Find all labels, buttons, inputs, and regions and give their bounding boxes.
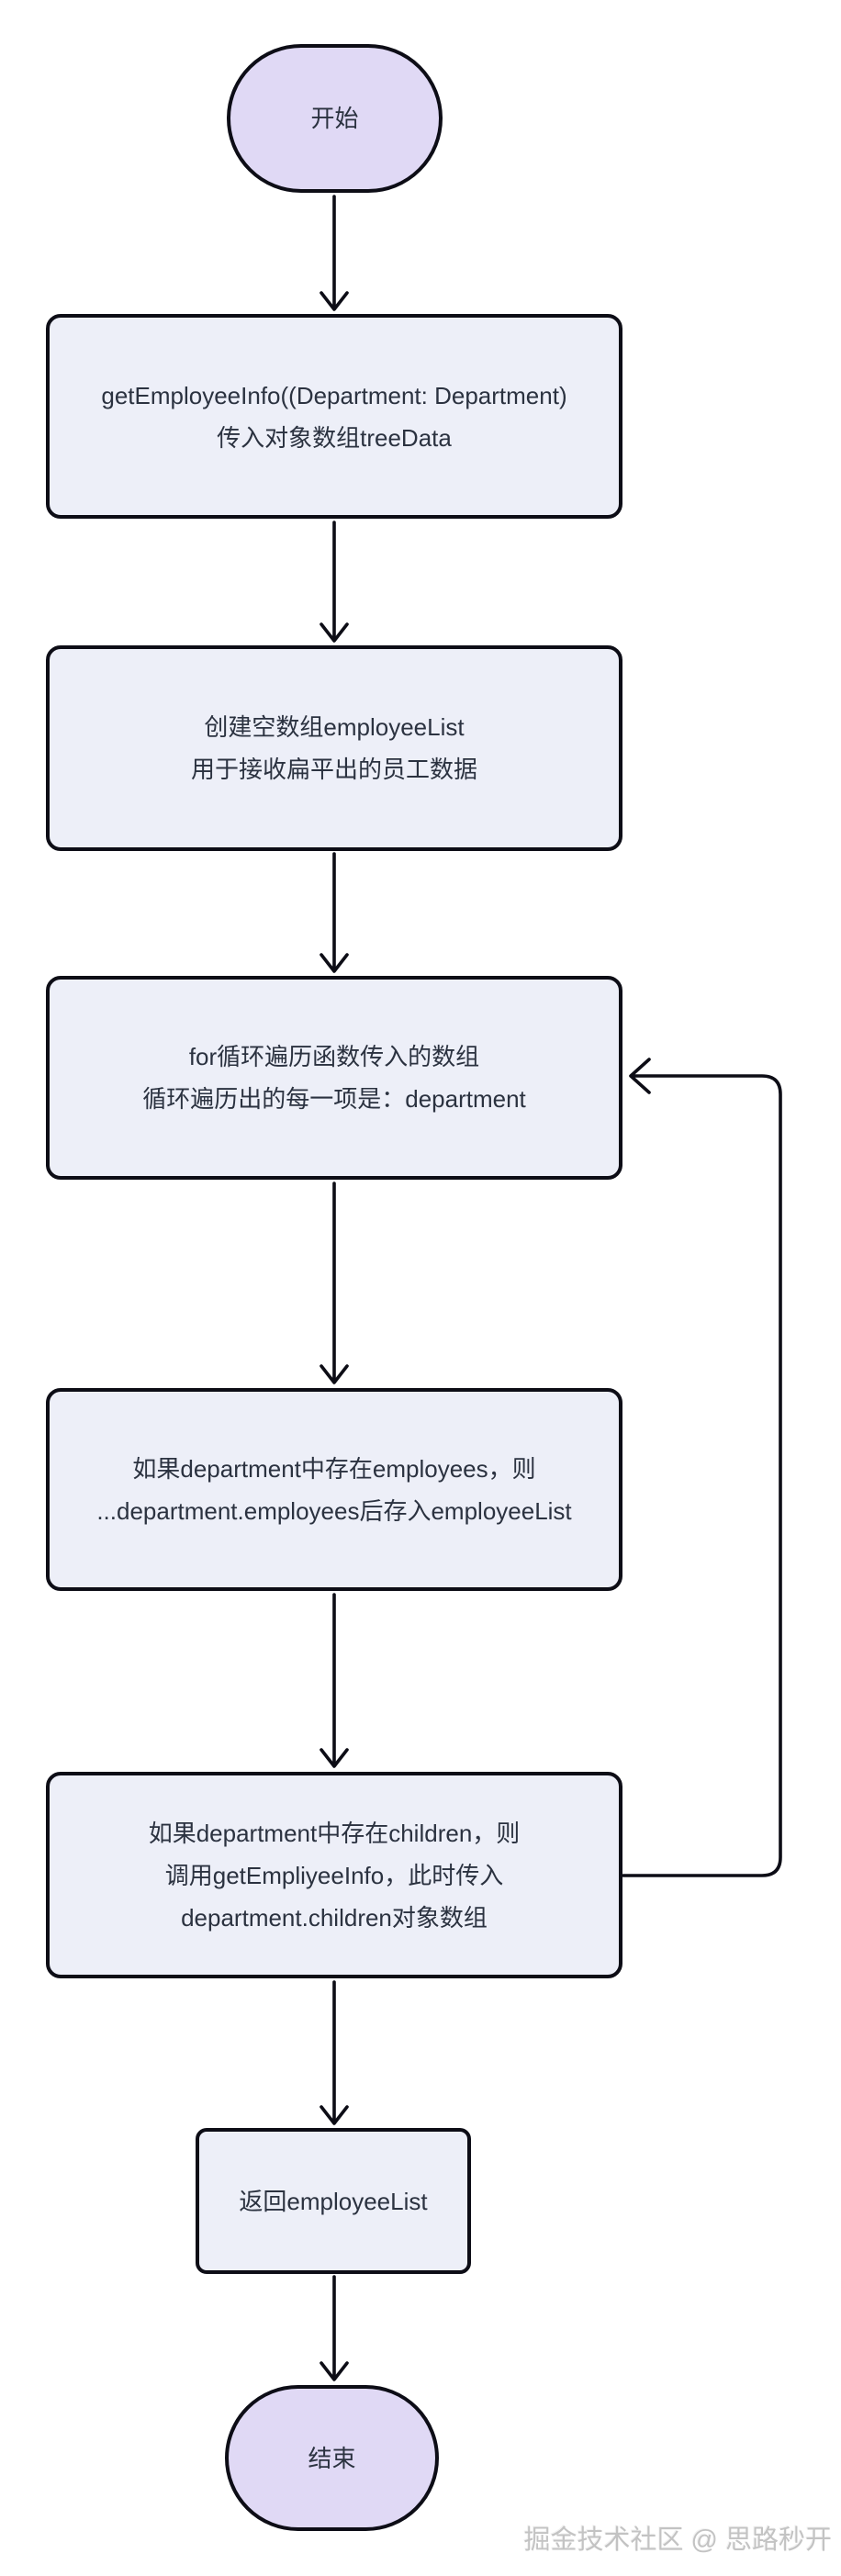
node-step4-line1: 如果department中存在employees，则 — [132, 1454, 536, 1483]
node-step5-line3: department.children对象数组 — [181, 1903, 488, 1932]
edge-step6-end — [320, 2275, 349, 2381]
edge-step2-step3 — [320, 852, 349, 973]
node-for-loop: for循环遍历函数传入的数组 循环遍历出的每一项是：department — [46, 976, 622, 1180]
node-step4-line2: ...department.employees后存入employeeList — [96, 1496, 572, 1525]
edge-start-step1 — [320, 195, 349, 311]
node-step1-line2: 传入对象数组treeData — [217, 423, 452, 452]
node-step5-line1: 如果department中存在children，则 — [148, 1819, 521, 1847]
edge-loopback-step5-step3 — [622, 1058, 782, 1877]
node-step3-line2: 循环遍历出的每一项是：department — [142, 1085, 526, 1113]
node-start: 开始 — [227, 44, 443, 193]
node-get-employee-info: getEmployeeInfo((Department: Department)… — [46, 314, 622, 519]
edge-step1-step2 — [320, 521, 349, 643]
node-step5-line2: 调用getEmpliyeeInfo，此时传入 — [164, 1861, 504, 1889]
node-step2-line1: 创建空数组employeeList — [204, 713, 465, 741]
node-return-employee-list: 返回employeeList — [196, 2128, 471, 2274]
node-create-employee-list: 创建空数组employeeList 用于接收扁平出的员工数据 — [46, 645, 622, 851]
node-check-children: 如果department中存在children，则 调用getEmpliyeeI… — [46, 1772, 622, 1978]
node-start-label: 开始 — [310, 105, 359, 132]
node-step2-line2: 用于接收扁平出的员工数据 — [190, 756, 477, 783]
node-step3-line1: for循环遍历函数传入的数组 — [188, 1043, 480, 1070]
node-end: 结束 — [225, 2385, 439, 2531]
edge-step3-step4 — [320, 1182, 349, 1384]
node-step6-label: 返回employeeList — [239, 2187, 428, 2215]
watermark: 掘金技术社区 @ 思路秒开 — [523, 2526, 832, 2555]
edge-step4-step5 — [320, 1593, 349, 1768]
node-step1-line1: getEmployeeInfo((Department: Department) — [101, 381, 567, 409]
node-check-employees: 如果department中存在employees，则 ...department… — [46, 1388, 622, 1591]
edge-step5-step6 — [320, 1980, 349, 2125]
node-end-label: 结束 — [308, 2444, 356, 2472]
